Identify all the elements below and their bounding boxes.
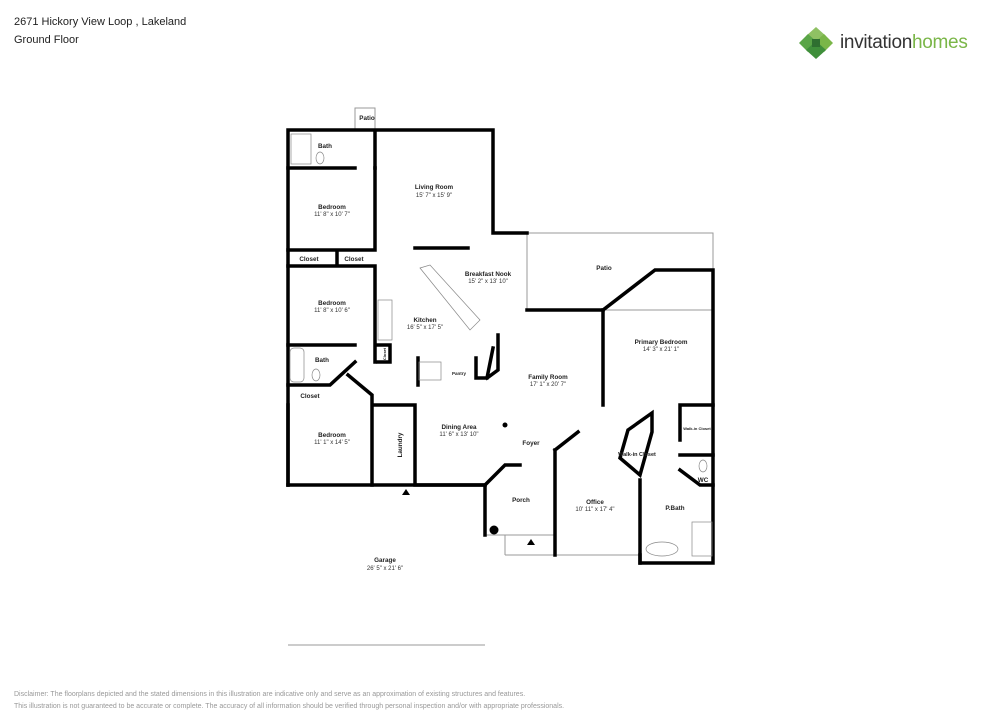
property-address: 2671 Hickory View Loop , Lakeland — [14, 16, 187, 28]
room-name: Bath — [315, 357, 329, 364]
room-name: Closet — [382, 347, 387, 360]
room-name: Laundry — [397, 432, 404, 457]
room-dims: 15' 7" x 15' 9" — [416, 193, 452, 199]
toilet-icon — [315, 151, 325, 165]
floor-label: Ground Floor — [14, 34, 79, 46]
room-name: Closet — [300, 393, 320, 400]
room-dims: 11' 6" x 13' 10" — [439, 432, 478, 438]
room-name: Dining Area — [441, 424, 477, 431]
room-name: Bath — [318, 143, 332, 150]
entry-arrow-icon — [402, 489, 410, 495]
shower-icon — [290, 133, 312, 165]
column-post — [489, 525, 499, 535]
room-dims: 26' 5" x 21' 6" — [367, 566, 403, 572]
room-dims: 11' 8" x 10' 6" — [314, 308, 350, 314]
fixtures — [289, 133, 713, 557]
room-name: Patio — [596, 265, 612, 272]
room-name: Porch — [512, 497, 530, 504]
room-name: Bedroom — [318, 300, 346, 307]
logo-text-invitation: invitation — [840, 32, 912, 53]
room-name: WC — [698, 477, 709, 484]
room-dims: 16' 5" x 17' 5" — [407, 325, 443, 331]
shower-icon — [691, 521, 713, 557]
room-dims: 11' 1" x 14' 5" — [314, 440, 350, 446]
entry-arrow-icon — [527, 539, 535, 545]
column-post — [502, 422, 508, 428]
logo-mark-icon — [799, 27, 833, 59]
room-dims: 15' 2" x 13' 10" — [468, 279, 508, 285]
fridge-icon — [418, 361, 442, 381]
room-name: Breakfast Nook — [465, 271, 512, 278]
room-name: Closet — [299, 256, 319, 263]
room-dims: 14' 3" x 21' 1" — [643, 347, 679, 353]
room-name: Living Room — [415, 184, 454, 191]
room-name: Walk-in Closet — [618, 452, 656, 458]
room-name: Office — [586, 499, 604, 506]
bathtub-icon — [289, 347, 305, 383]
room-dims: 17' 1" x 20' 7" — [530, 382, 566, 388]
room-name: Bedroom — [318, 204, 346, 211]
disclaimer-line-1: Disclaimer: The floorplans depicted and … — [14, 691, 526, 698]
room-name: Pantry — [452, 371, 467, 376]
toilet-icon — [698, 459, 708, 473]
stove-icon — [377, 299, 393, 341]
room-name: Kitchen — [413, 317, 436, 324]
toilet-icon — [311, 368, 321, 382]
room-name: Primary Bedroom — [635, 339, 688, 346]
room-name: Closet — [344, 256, 364, 263]
room-dims: 11' 8" x 10' 7" — [314, 212, 350, 218]
walls — [286, 128, 715, 565]
bathtub-icon — [645, 541, 679, 557]
room-name: Garage — [374, 557, 396, 564]
room-name: Patio — [359, 115, 375, 122]
invitation-homes-logo: invitation homes — [798, 26, 968, 60]
room-name: Walk-in Closet — [683, 426, 711, 431]
room-name: Family Room — [528, 374, 568, 381]
room-name: Foyer — [522, 440, 540, 447]
room-labels: Patio Bath Bedroom 11' 8" x 10' 7" Livin… — [299, 115, 711, 572]
room-dims: 10' 11" x 17' 4" — [575, 507, 614, 513]
room-name: P.Bath — [665, 505, 684, 512]
room-name: Bedroom — [318, 432, 346, 439]
kitchen-island — [419, 264, 481, 331]
logo-text-homes: homes — [912, 32, 968, 53]
